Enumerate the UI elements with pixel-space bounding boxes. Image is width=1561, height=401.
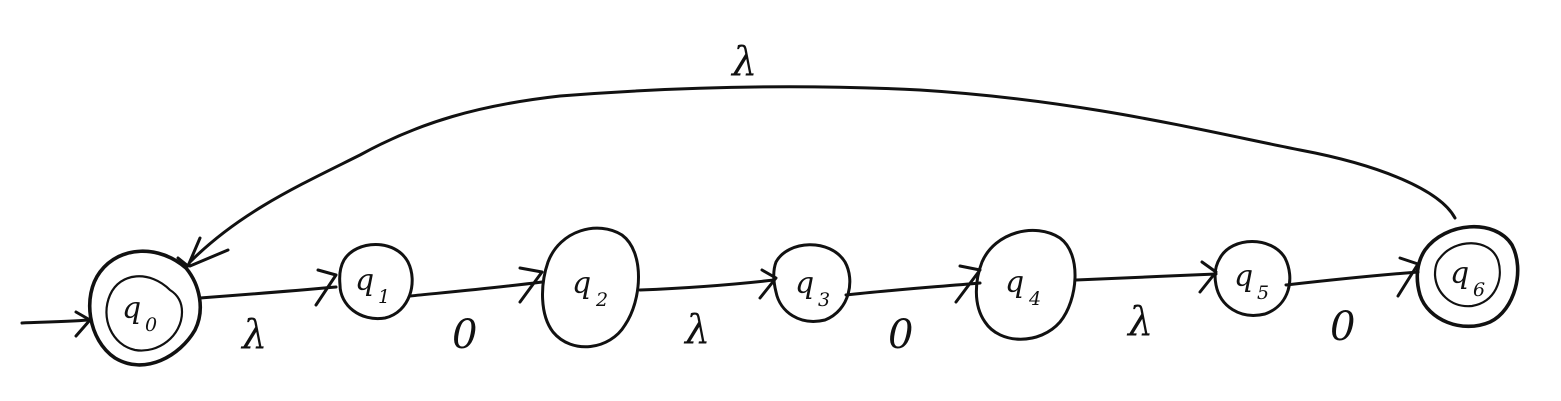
state-subscript-q2: 2 — [595, 289, 608, 311]
state-subscript-q6: 6 — [1473, 279, 1485, 301]
state-label-q3: q — [795, 266, 814, 301]
transition-label-q6-q0: λ — [730, 39, 757, 85]
transition-label-q1-q2: 0 — [452, 312, 477, 358]
transition-q0-q1 — [198, 268, 338, 307]
transition-label-q4-q5: λ — [1126, 299, 1153, 345]
state-q1: q 1 — [338, 243, 414, 321]
state-q2: q 2 — [541, 226, 640, 349]
state-label-q1: q — [355, 263, 374, 298]
state-label-q4: q — [1005, 265, 1024, 300]
state-label-q6: q — [1450, 256, 1469, 291]
transition-q1-q2 — [408, 266, 544, 304]
state-subscript-q4: 4 — [1028, 288, 1041, 310]
state-q5: q 5 — [1213, 240, 1292, 317]
transition-q3-q4 — [844, 264, 982, 304]
state-label-q5: q — [1234, 259, 1253, 294]
transition-label-q0-q1: λ — [240, 312, 267, 358]
start-arrow — [20, 310, 92, 338]
state-q4: q 4 — [974, 229, 1077, 341]
transition-label-q5-q6: 0 — [1330, 304, 1355, 350]
state-subscript-q1: 1 — [378, 286, 390, 308]
transition-q5-q6 — [1284, 256, 1420, 298]
transition-label-q2-q3: λ — [683, 307, 710, 353]
state-label-q0: q — [122, 291, 141, 326]
state-label-q2: q — [572, 266, 591, 301]
state-q6: q 6 — [1415, 224, 1520, 328]
transition-q4-q5 — [1074, 260, 1218, 294]
transition-label-q3-q4: 0 — [888, 312, 913, 358]
transition-q2-q3 — [638, 268, 778, 300]
state-subscript-q0: 0 — [145, 314, 157, 336]
state-q3: q 3 — [772, 243, 852, 323]
state-subscript-q5: 5 — [1257, 282, 1269, 304]
state-subscript-q3: 3 — [818, 289, 830, 311]
transition-q6-q0 — [176, 85, 1457, 268]
state-q0: q 0 — [87, 249, 203, 367]
